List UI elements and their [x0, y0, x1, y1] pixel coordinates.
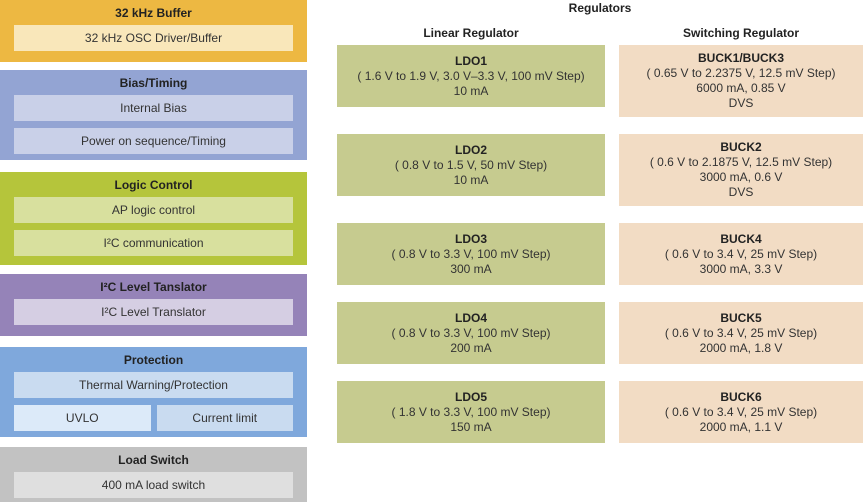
ldo2-block: LDO2 ( 0.8 V to 1.5 V, 50 mV Step) 10 mA — [337, 134, 605, 196]
regulator-range: ( 1.6 V to 1.9 V, 3.0 V–3.3 V, 100 mV St… — [357, 68, 585, 83]
regulator-grid: LDO1 ( 1.6 V to 1.9 V, 3.0 V–3.3 V, 100 … — [337, 45, 863, 443]
protection-split-row: UVLO Current limit — [14, 405, 293, 431]
function-blocks-panel: 32 kHz Buffer 32 kHz OSC Driver/Buffer B… — [0, 0, 307, 502]
regulator-range: ( 0.6 V to 2.1875 V, 12.5 mV Step) — [649, 155, 833, 169]
block-logic-control: Logic Control AP logic control I²C commu… — [0, 172, 307, 265]
buck5-block: BUCK5 ( 0.6 V to 3.4 V, 25 mV Step) 2000… — [619, 302, 863, 364]
regulator-range: ( 0.8 V to 3.3 V, 100 mV Step) — [391, 246, 551, 261]
item-i2c-level-translator: I²C Level Translator — [14, 299, 293, 325]
buck4-block: BUCK4 ( 0.6 V to 3.4 V, 25 mV Step) 3000… — [619, 223, 863, 285]
item-i2c-communication: I²C communication — [14, 230, 293, 256]
block-title: I²C Level Tanslator — [100, 280, 207, 294]
buck2-block: BUCK2 ( 0.6 V to 2.1875 V, 12.5 mV Step)… — [619, 134, 863, 206]
block-title: Protection — [123, 353, 184, 367]
regulator-range: ( 1.8 V to 3.3 V, 100 mV Step) — [391, 404, 551, 419]
regulator-range: ( 0.8 V to 3.3 V, 100 mV Step) — [391, 325, 551, 340]
regulator-name: LDO2 — [454, 142, 487, 157]
linear-regulator-header: Linear Regulator — [423, 26, 519, 40]
ldo4-block: LDO4 ( 0.8 V to 3.3 V, 100 mV Step) 200 … — [337, 302, 605, 364]
block-title: Load Switch — [118, 453, 189, 467]
regulator-name: BUCK1/BUCK3 — [697, 51, 784, 65]
regulator-column-headers: Linear Regulator Switching Regulator — [337, 26, 863, 40]
ldo5-block: LDO5 ( 1.8 V to 3.3 V, 100 mV Step) 150 … — [337, 381, 605, 443]
regulator-current: 10 mA — [453, 172, 489, 187]
ldo1-block: LDO1 ( 1.6 V to 1.9 V, 3.0 V–3.3 V, 100 … — [337, 45, 605, 107]
block-title: 32 kHz Buffer — [115, 6, 192, 20]
regulator-name: BUCK2 — [720, 140, 762, 154]
regulator-current: 3000 mA, 0.6 V — [699, 170, 783, 184]
buck6-block: BUCK6 ( 0.6 V to 3.4 V, 25 mV Step) 2000… — [619, 381, 863, 443]
item-osc-driver-buffer: 32 kHz OSC Driver/Buffer — [14, 25, 293, 51]
regulator-name: LDO5 — [454, 389, 487, 404]
item-power-on-sequence: Power on sequence/Timing — [14, 128, 293, 154]
regulator-range: ( 0.6 V to 3.4 V, 25 mV Step) — [664, 246, 818, 261]
regulator-range: ( 0.65 V to 2.2375 V, 12.5 mV Step) — [646, 66, 836, 80]
regulator-name: BUCK6 — [720, 389, 762, 404]
regulator-dvs: DVS — [728, 185, 754, 199]
regulator-current: 2000 mA, 1.1 V — [699, 419, 783, 434]
regulator-name: BUCK4 — [720, 231, 762, 246]
item-400ma-load-switch: 400 mA load switch — [14, 472, 293, 498]
item-ap-logic-control: AP logic control — [14, 197, 293, 223]
regulator-current: 10 mA — [453, 83, 489, 98]
block-32khz-buffer: 32 kHz Buffer 32 kHz OSC Driver/Buffer — [0, 0, 307, 62]
block-title: Bias/Timing — [119, 76, 188, 90]
regulators-panel: Regulators Linear Regulator Switching Re… — [337, 0, 863, 443]
switching-regulator-header: Switching Regulator — [682, 26, 799, 40]
regulator-current: 200 mA — [450, 340, 492, 355]
regulator-current: 150 mA — [450, 419, 492, 434]
regulator-current: 3000 mA, 3.3 V — [699, 261, 783, 276]
regulator-current: 2000 mA, 1.8 V — [699, 340, 783, 355]
item-uvlo: UVLO — [14, 405, 151, 431]
regulator-name: BUCK5 — [720, 310, 762, 325]
block-title: Logic Control — [114, 178, 193, 192]
block-load-switch: Load Switch 400 mA load switch — [0, 447, 307, 502]
regulators-title: Regulators — [568, 1, 632, 15]
regulator-range: ( 0.6 V to 3.4 V, 25 mV Step) — [664, 325, 818, 340]
regulator-dvs: DVS — [728, 96, 754, 110]
regulator-range: ( 0.6 V to 3.4 V, 25 mV Step) — [664, 404, 818, 419]
block-bias-timing: Bias/Timing Internal Bias Power on seque… — [0, 70, 307, 160]
block-protection: Protection Thermal Warning/Protection UV… — [0, 347, 307, 437]
block-i2c-level-translator: I²C Level Tanslator I²C Level Translator — [0, 274, 307, 336]
buck1-buck3-block: BUCK1/BUCK3 ( 0.65 V to 2.2375 V, 12.5 m… — [619, 45, 863, 117]
ldo3-block: LDO3 ( 0.8 V to 3.3 V, 100 mV Step) 300 … — [337, 223, 605, 285]
regulator-name: LDO3 — [454, 231, 487, 246]
item-internal-bias: Internal Bias — [14, 95, 293, 121]
regulator-range: ( 0.8 V to 1.5 V, 50 mV Step) — [394, 157, 548, 172]
item-current-limit: Current limit — [156, 405, 293, 431]
regulator-name: LDO4 — [454, 310, 487, 325]
regulator-name: LDO1 — [454, 53, 487, 68]
regulator-current: 6000 mA, 0.85 V — [696, 81, 786, 95]
item-thermal-warning-protection: Thermal Warning/Protection — [14, 372, 293, 398]
regulator-current: 300 mA — [450, 261, 492, 276]
